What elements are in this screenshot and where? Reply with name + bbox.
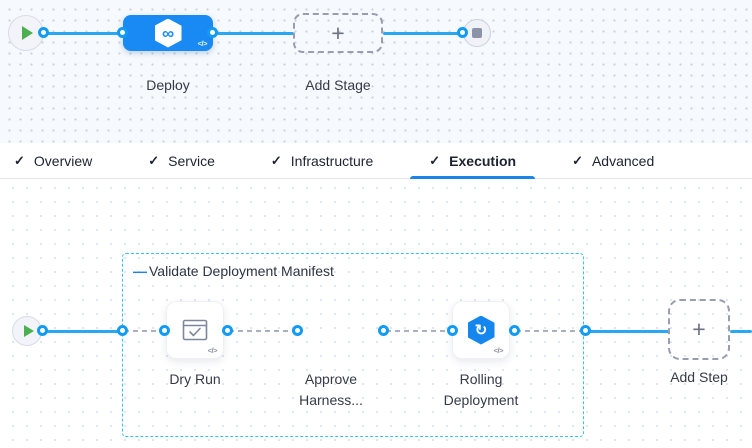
check-icon: ✓	[572, 152, 583, 168]
add-step-label: Add Step	[670, 369, 728, 385]
step-node-rolling-deployment[interactable]: ↻ </>	[452, 301, 510, 359]
check-icon: ✓	[14, 152, 25, 168]
connector-dot[interactable]	[38, 27, 49, 38]
check-icon: ✓	[148, 152, 160, 168]
step-group-container[interactable]: — Validate Deployment Manifest	[122, 253, 584, 437]
step-group-caption: — Validate Deployment Manifest	[133, 263, 334, 279]
play-icon	[22, 26, 33, 40]
edge-line	[43, 330, 123, 333]
tab-service[interactable]: ✓ Service	[148, 152, 215, 169]
edge-line	[44, 32, 124, 35]
play-icon	[23, 325, 34, 337]
plus-icon: +	[692, 316, 706, 342]
dashed-edge-line	[229, 330, 299, 332]
plus-icon: +	[331, 19, 345, 46]
stage-pipeline-canvas: ∞ </> + Deploy Add Stage	[0, 0, 752, 143]
code-icon: </>	[197, 39, 208, 48]
edge-line	[383, 32, 464, 35]
tab-advanced[interactable]: ✓ Advanced	[572, 152, 655, 169]
step-node-dry-run[interactable]: </>	[166, 301, 224, 359]
step-group-label: Validate Deployment Manifest	[149, 263, 334, 279]
code-icon: </>	[207, 346, 218, 355]
add-stage-label: Add Stage	[305, 77, 371, 93]
connector-dot[interactable]	[117, 27, 128, 38]
tab-overview[interactable]: ✓ Overview	[14, 152, 93, 169]
connector-dot[interactable]	[207, 27, 218, 38]
dashed-edge-line	[386, 330, 454, 332]
connector-dot[interactable]	[159, 325, 170, 336]
connector-dot[interactable]	[378, 325, 389, 336]
dashed-edge-line	[124, 330, 166, 332]
execution-canvas: — Validate Deployment Manifest </> ↻ </>…	[0, 179, 752, 448]
connector-dot[interactable]	[37, 325, 48, 336]
connector-dot[interactable]	[457, 27, 468, 38]
stage-node-deploy[interactable]: ∞ </>	[123, 15, 213, 51]
edge-line	[730, 330, 752, 333]
rolling-deployment-icon: ↻	[467, 315, 495, 345]
step-label-approve: Approve Harness...	[299, 371, 363, 408]
stage-label-deploy: Deploy	[146, 77, 190, 93]
check-icon: ✓	[429, 152, 441, 168]
tab-execution[interactable]: ✓ Execution	[410, 143, 535, 179]
step-label-rolling-deployment: Rolling Deployment	[443, 371, 519, 408]
stage-config-tabbar: ✓ Overview ✓ Service ✓ Infrastructure ✓ …	[0, 143, 752, 179]
connector-dot[interactable]	[222, 325, 233, 336]
add-step-button[interactable]: +	[668, 299, 730, 360]
connector-dot[interactable]	[292, 325, 303, 336]
dashed-edge-line	[516, 330, 586, 332]
connector-dot[interactable]	[117, 325, 128, 336]
collapse-group-icon[interactable]: —	[133, 263, 147, 279]
harness-cd-icon: ∞	[154, 18, 182, 48]
add-stage-button[interactable]: +	[293, 13, 383, 53]
edge-line	[213, 32, 294, 35]
check-icon: ✓	[270, 152, 282, 168]
tab-infrastructure[interactable]: ✓ Infrastructure	[270, 152, 374, 169]
connector-dot[interactable]	[447, 325, 458, 336]
dry-run-icon	[182, 319, 208, 341]
code-icon: </>	[493, 346, 504, 355]
connector-dot[interactable]	[509, 325, 520, 336]
connector-dot[interactable]	[580, 325, 591, 336]
step-label-dry-run: Dry Run	[169, 371, 221, 387]
stop-icon	[472, 28, 482, 38]
edge-line	[585, 330, 669, 333]
